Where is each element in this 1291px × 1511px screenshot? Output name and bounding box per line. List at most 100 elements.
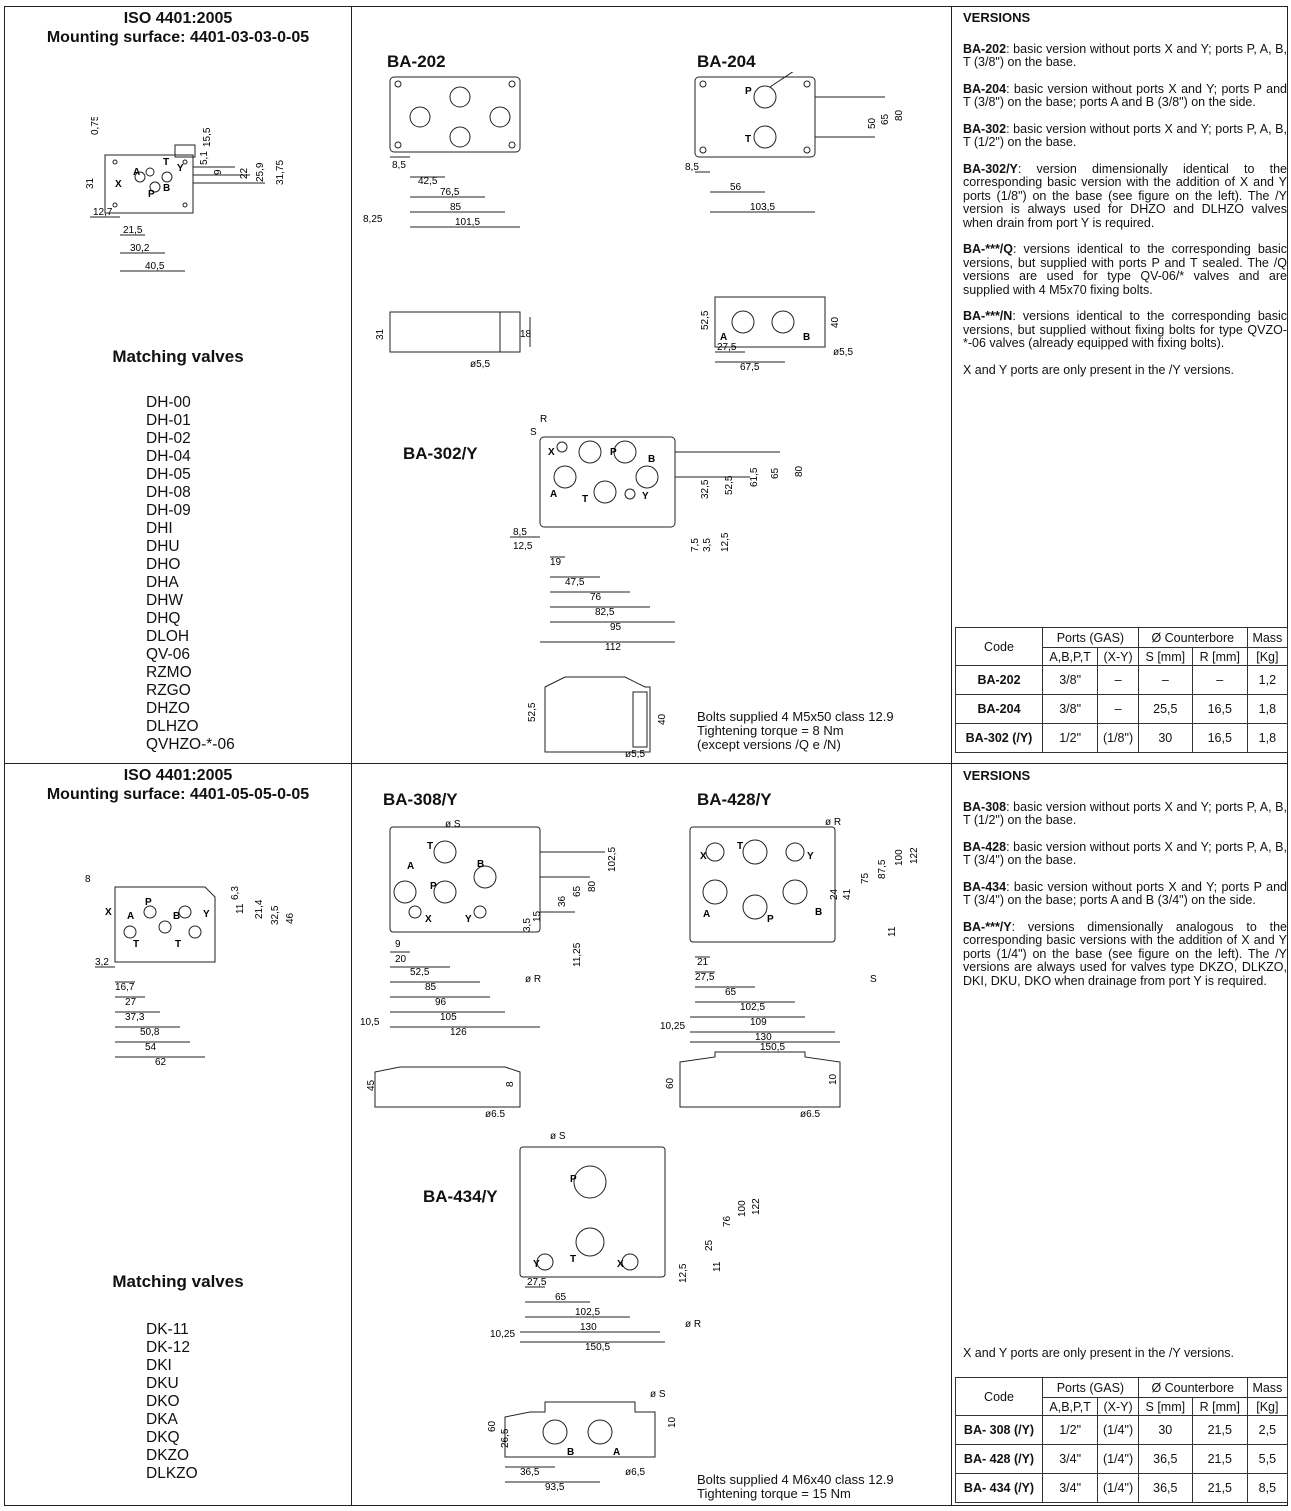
cell-code: BA- 308 (/Y) bbox=[955, 1415, 1043, 1445]
th-counterbore: Ø Counterbore bbox=[1137, 627, 1248, 648]
valve-item: QVHZO-*-06 bbox=[146, 736, 235, 753]
svg-text:T: T bbox=[163, 157, 169, 168]
svg-text:112: 112 bbox=[605, 642, 621, 653]
svg-text:67,5: 67,5 bbox=[740, 362, 760, 373]
version-desc: : basic version without ports X and Y; p… bbox=[963, 121, 1287, 149]
svg-text:ø5,5: ø5,5 bbox=[833, 347, 853, 358]
cell: 5,5 bbox=[1246, 1444, 1289, 1474]
version-desc: : basic version without ports X and Y; p… bbox=[963, 879, 1287, 907]
svg-text:ø S: ø S bbox=[445, 819, 461, 830]
svg-text:21: 21 bbox=[697, 957, 709, 968]
svg-text:56: 56 bbox=[730, 182, 742, 193]
svg-text:46: 46 bbox=[285, 912, 296, 924]
top-bolts-note: Bolts supplied 4 M5x50 class 12.9 Tighte… bbox=[697, 710, 894, 752]
bottom-standard: ISO 4401:2005 bbox=[123, 767, 233, 784]
svg-text:X: X bbox=[700, 851, 707, 862]
svg-text:65: 65 bbox=[572, 885, 583, 897]
svg-text:ø R: ø R bbox=[685, 1319, 701, 1330]
cell: – bbox=[1137, 665, 1193, 695]
svg-text:105: 105 bbox=[440, 1012, 457, 1023]
svg-text:52,5: 52,5 bbox=[527, 702, 538, 722]
svg-text:52,5: 52,5 bbox=[700, 310, 711, 330]
svg-text:62: 62 bbox=[155, 1057, 167, 1068]
svg-text:X: X bbox=[105, 907, 112, 918]
svg-text:B: B bbox=[163, 183, 170, 194]
svg-text:8,5: 8,5 bbox=[392, 160, 406, 171]
cell-code: BA-204 bbox=[955, 694, 1043, 724]
svg-text:82,5: 82,5 bbox=[595, 607, 615, 618]
svg-text:ø S: ø S bbox=[550, 1131, 566, 1142]
table-row: BA- 428 (/Y) 3/4" (1/4") 36,5 21,5 5,5 bbox=[955, 1444, 1289, 1474]
cell: 21,5 bbox=[1191, 1473, 1248, 1503]
svg-text:40: 40 bbox=[657, 713, 668, 725]
svg-text:42,5: 42,5 bbox=[418, 176, 438, 187]
svg-text:16,7: 16,7 bbox=[115, 982, 135, 993]
svg-text:Y: Y bbox=[203, 909, 210, 920]
svg-text:A: A bbox=[703, 909, 710, 920]
th-r: R [mm] bbox=[1191, 647, 1248, 666]
version-code: BA-302 bbox=[963, 121, 1007, 136]
svg-text:54: 54 bbox=[145, 1042, 157, 1053]
valve-item: DHQ bbox=[146, 610, 181, 627]
svg-text:18: 18 bbox=[520, 329, 532, 340]
valve-item: DHW bbox=[146, 592, 184, 609]
cell: 1/2" bbox=[1041, 723, 1099, 753]
svg-text:32,5: 32,5 bbox=[700, 479, 711, 499]
valve-item: DLHZO bbox=[146, 718, 199, 735]
svg-text:X: X bbox=[617, 1259, 624, 1270]
version-baq: BA-***/Q: versions identical to the corr… bbox=[963, 242, 1287, 297]
svg-text:7,5: 7,5 bbox=[690, 538, 701, 552]
svg-text:B: B bbox=[173, 911, 180, 922]
svg-text:76: 76 bbox=[590, 592, 602, 603]
valve-item: DKZO bbox=[146, 1447, 190, 1464]
drawing-label-ba308y: BA-308/Y bbox=[383, 790, 458, 809]
valve-item: DHU bbox=[146, 538, 180, 555]
version-desc: X and Y ports are only present in the /Y… bbox=[963, 362, 1234, 377]
cell: 3/4" bbox=[1041, 1444, 1099, 1474]
th-xy: (X-Y) bbox=[1097, 647, 1139, 666]
svg-text:50: 50 bbox=[867, 117, 878, 129]
svg-text:A: A bbox=[550, 489, 557, 500]
valve-item: RZGO bbox=[146, 682, 191, 699]
svg-text:15,5: 15,5 bbox=[202, 127, 213, 147]
svg-text:102,5: 102,5 bbox=[740, 1002, 765, 1013]
valve-item: DKI bbox=[146, 1357, 172, 1374]
svg-text:80: 80 bbox=[894, 109, 905, 121]
valve-item: DHZO bbox=[146, 700, 190, 717]
cell: (1/4") bbox=[1097, 1415, 1139, 1445]
th-s: S [mm] bbox=[1137, 647, 1193, 666]
top-matching-valve-list: DH-00 DH-01 DH-02 DH-04 DH-05 DH-08 DH-0… bbox=[146, 394, 235, 754]
th-xy: (X-Y) bbox=[1097, 1397, 1139, 1416]
drawing-label-ba428y: BA-428/Y bbox=[697, 790, 772, 809]
version-code: BA-***/Q bbox=[963, 242, 1014, 256]
top-standard: ISO 4401:2005 bbox=[123, 10, 233, 27]
svg-text:130: 130 bbox=[755, 1032, 772, 1043]
valve-item: DH-05 bbox=[146, 466, 191, 483]
version-desc: : versions identical to the correspondin… bbox=[963, 309, 1287, 350]
svg-text:50,8: 50,8 bbox=[140, 1027, 160, 1038]
svg-text:31: 31 bbox=[375, 328, 386, 340]
th-counterbore: Ø Counterbore bbox=[1137, 1377, 1248, 1398]
svg-text:11: 11 bbox=[887, 926, 898, 937]
svg-text:126: 126 bbox=[450, 1027, 467, 1038]
th-ports: Ports (GAS) bbox=[1042, 1377, 1139, 1398]
svg-text:11: 11 bbox=[712, 1261, 723, 1272]
svg-text:T: T bbox=[570, 1254, 576, 1265]
svg-text:25: 25 bbox=[704, 1239, 715, 1251]
cell: 8,5 bbox=[1246, 1473, 1289, 1503]
svg-text:S: S bbox=[530, 427, 537, 438]
valve-item: DKQ bbox=[146, 1429, 180, 1446]
svg-text:S: S bbox=[870, 974, 877, 985]
cell-code: BA- 428 (/Y) bbox=[955, 1444, 1043, 1474]
svg-text:103,5: 103,5 bbox=[750, 202, 775, 213]
table-row: BA-204 3/8" – 25,5 16,5 1,8 bbox=[955, 694, 1289, 724]
valve-item: QV-06 bbox=[146, 646, 190, 663]
svg-text:31,75: 31,75 bbox=[275, 160, 286, 185]
svg-text:10: 10 bbox=[667, 1416, 678, 1428]
svg-text:76: 76 bbox=[722, 1215, 733, 1227]
svg-text:9: 9 bbox=[213, 169, 224, 175]
cell: 3/4" bbox=[1041, 1473, 1099, 1503]
